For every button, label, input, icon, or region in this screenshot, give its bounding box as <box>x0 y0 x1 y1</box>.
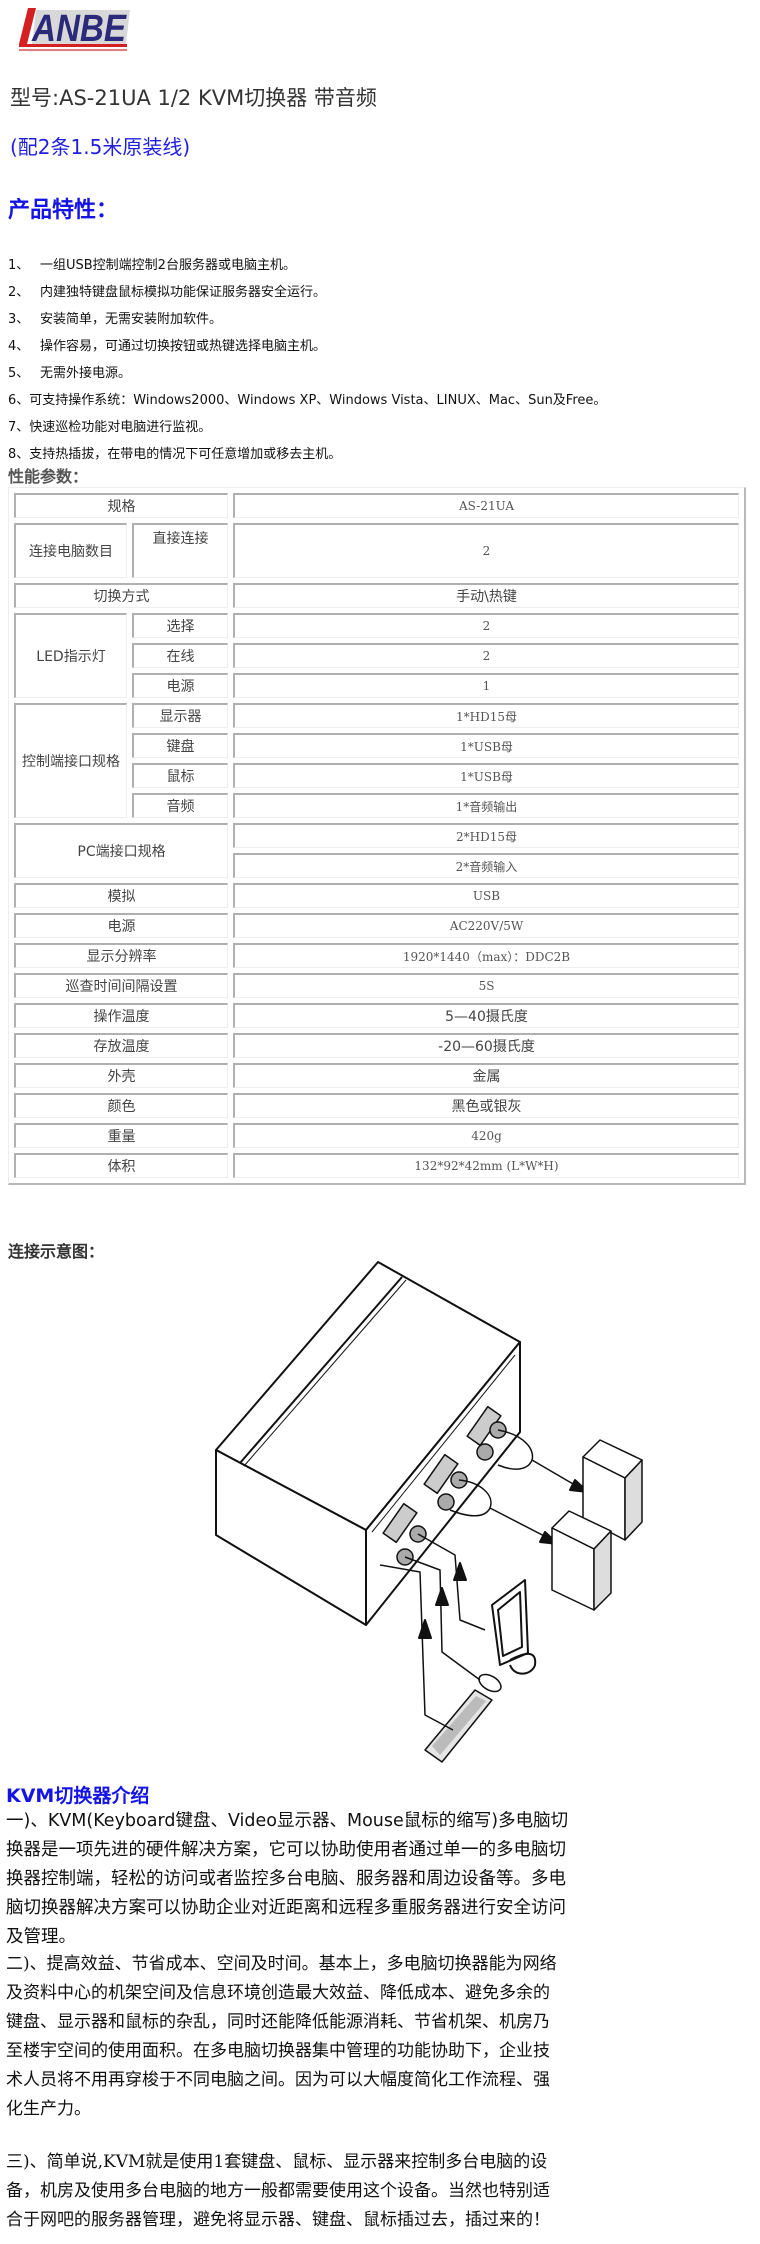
computer-tower-icon <box>551 1510 612 1611</box>
feature-item: 6、可支持操作系统：Windows2000、Windows XP、Windows… <box>8 393 607 408</box>
spec-label: 模拟 <box>14 883 228 908</box>
spec-value: 1920*1440（max）：DDC2B <box>233 943 739 968</box>
spec-sublabel: 选择 <box>132 613 228 638</box>
table-row: LED指示灯 选择 2 <box>14 613 739 698</box>
spec-sublabel: 显示器 <box>132 703 228 728</box>
feature-item: 4、操作容易，可通过切换按钮或热键选择电脑主机。 <box>8 339 327 354</box>
spec-value: 手动\热键 <box>233 583 739 608</box>
table-row: 操作温度 5—40摄氏度 <box>14 1003 739 1028</box>
spec-value: 1*USB母 <box>233 733 739 758</box>
diagram-heading: 连接示意图： <box>8 1242 105 1261</box>
features-heading: 产品特性： <box>8 198 119 223</box>
spec-label: 重量 <box>14 1123 228 1148</box>
spec-label: 切换方式 <box>14 583 228 608</box>
spec-sublabel: 鼠标 <box>132 763 228 788</box>
spec-sublabel: 直接连接 <box>132 523 228 578</box>
feature-item: 2、内建独特键盘鼠标模拟功能保证服务器安全运行。 <box>8 285 327 300</box>
spec-value: -20—60摄氏度 <box>233 1033 739 1058</box>
spec-sublabel: 音频 <box>132 793 228 818</box>
spec-value: 5—40摄氏度 <box>233 1003 739 1028</box>
table-row: 显示分辨率 1920*1440（max）：DDC2B <box>14 943 739 968</box>
feature-item: 3、安装简单，无需安装附加软件。 <box>8 312 223 327</box>
table-row: 模拟 USB <box>14 883 739 908</box>
features-list: 1、一组USB控制端控制2台服务器或电脑主机。 2、内建独特键盘鼠标模拟功能保证… <box>8 252 606 468</box>
table-row: 重量 420g <box>14 1123 739 1148</box>
table-row: 规格 AS-21UA <box>14 493 739 518</box>
spec-value: AS-21UA <box>233 493 739 518</box>
table-row: 电源 1 <box>14 673 739 698</box>
connection-diagram <box>180 1260 700 1780</box>
spec-label: 操作温度 <box>14 1003 228 1028</box>
table-row: 外壳 金属 <box>14 1063 739 1088</box>
spec-label: 电源 <box>14 913 228 938</box>
spec-value: 2*HD15母 <box>233 823 739 848</box>
table-row: 键盘 1*USB母 <box>14 733 739 758</box>
spec-value: 5S <box>233 973 739 998</box>
svg-text:ANBE: ANBE <box>31 8 127 50</box>
kvm-intro-heading: KVM切换器介绍 <box>6 1785 150 1807</box>
spec-sublabel: 键盘 <box>132 733 228 758</box>
table-row: 巡查时间间隔设置 5S <box>14 973 739 998</box>
speaker-icon <box>491 1579 537 1675</box>
spec-label: 外壳 <box>14 1063 228 1088</box>
table-row: 鼠标 1*USB母 <box>14 763 739 788</box>
spec-value: 420g <box>233 1123 739 1148</box>
spec-label: 显示分辨率 <box>14 943 228 968</box>
keyboard-icon <box>424 1689 493 1763</box>
spec-value: 黑色或银灰 <box>233 1093 739 1118</box>
table-row: 存放温度 -20—60摄氏度 <box>14 1033 739 1058</box>
spec-label: 连接电脑数目 <box>14 523 127 578</box>
feature-item: 5、无需外接电源。 <box>8 366 132 381</box>
spec-sublabel: 电源 <box>132 673 228 698</box>
kvm-intro-paragraph-3: 三)、简单说,KVM就是使用1套键盘、鼠标、显示器来控制多台电脑的设 备，机房及… <box>6 2152 550 2230</box>
spec-value: 2 <box>233 613 739 638</box>
feature-item: 8、支持热插拔，在带电的情况下可任意增加或移去主机。 <box>8 447 342 462</box>
table-row: 音频 1*音频输出 <box>14 793 739 818</box>
params-heading: 性能参数： <box>8 467 89 486</box>
spec-label: 存放温度 <box>14 1033 228 1058</box>
spec-sublabel: 在线 <box>132 643 228 668</box>
table-row: 控制端接口规格 显示器 1*HD15母 <box>14 703 739 818</box>
table-row: 体积 132*92*42mm (L*W*H) <box>14 1153 739 1178</box>
table-row: 电源 AC220V/5W <box>14 913 739 938</box>
table-row: 在线 2 <box>14 643 739 668</box>
spec-value: USB <box>233 883 739 908</box>
spec-value: 2 <box>233 643 739 668</box>
product-title: 型号:AS-21UA 1/2 KVM切换器 带音频 <box>10 86 377 110</box>
table-row: 2*音频输入 <box>14 853 739 878</box>
spec-label: PC端接口规格 <box>14 823 228 878</box>
kvm-intro-paragraph-2: 二)、提高效益、节省成本、空间及时间。基本上，多电脑切换器能为网络 及资料中心的… <box>6 1954 557 2119</box>
spec-value: 1*音频输出 <box>233 793 739 818</box>
spec-value: 2*音频输入 <box>233 853 739 878</box>
spec-label: 颜色 <box>14 1093 228 1118</box>
spec-label: 巡查时间间隔设置 <box>14 973 228 998</box>
spec-label: 规格 <box>14 493 228 518</box>
table-row: 颜色 黑色或银灰 <box>14 1093 739 1118</box>
table-row: 连接电脑数目 直接连接 2 <box>14 523 739 578</box>
spec-label: LED指示灯 <box>14 613 127 698</box>
kvm-switch-box-icon <box>215 1261 521 1626</box>
spec-value: 132*92*42mm (L*W*H) <box>233 1153 739 1178</box>
kvm-intro-paragraph-1: 一)、KVM(Keyboard键盘、Video显示器、Mouse鼠标的缩写)多电… <box>6 1811 569 1947</box>
table-row: 切换方式 手动\热键 <box>14 583 739 608</box>
brand-logo: ANBE <box>16 4 134 54</box>
spec-value: 1*USB母 <box>233 763 739 788</box>
spec-value: 1*HD15母 <box>233 703 739 728</box>
spec-value: AC220V/5W <box>233 913 739 938</box>
spec-value: 金属 <box>233 1063 739 1088</box>
spec-label: 控制端接口规格 <box>14 703 127 818</box>
anbe-logo-icon: ANBE <box>19 8 130 51</box>
spec-value: 2 <box>233 523 739 578</box>
product-subtitle: (配2条1.5米原装线) <box>10 135 191 159</box>
spec-value: 1 <box>233 673 739 698</box>
table-row: PC端接口规格 2*HD15母 <box>14 823 739 878</box>
mouse-icon <box>478 1673 502 1693</box>
computer-tower-icon <box>582 1439 643 1541</box>
feature-item: 7、快速巡检功能对电脑进行监视。 <box>8 420 212 435</box>
spec-table: 规格 AS-21UA 连接电脑数目 直接连接 2 切换方式 手动\热键 LED指… <box>8 487 746 1185</box>
spec-label: 体积 <box>14 1153 228 1178</box>
feature-item: 1、一组USB控制端控制2台服务器或电脑主机。 <box>8 258 296 273</box>
